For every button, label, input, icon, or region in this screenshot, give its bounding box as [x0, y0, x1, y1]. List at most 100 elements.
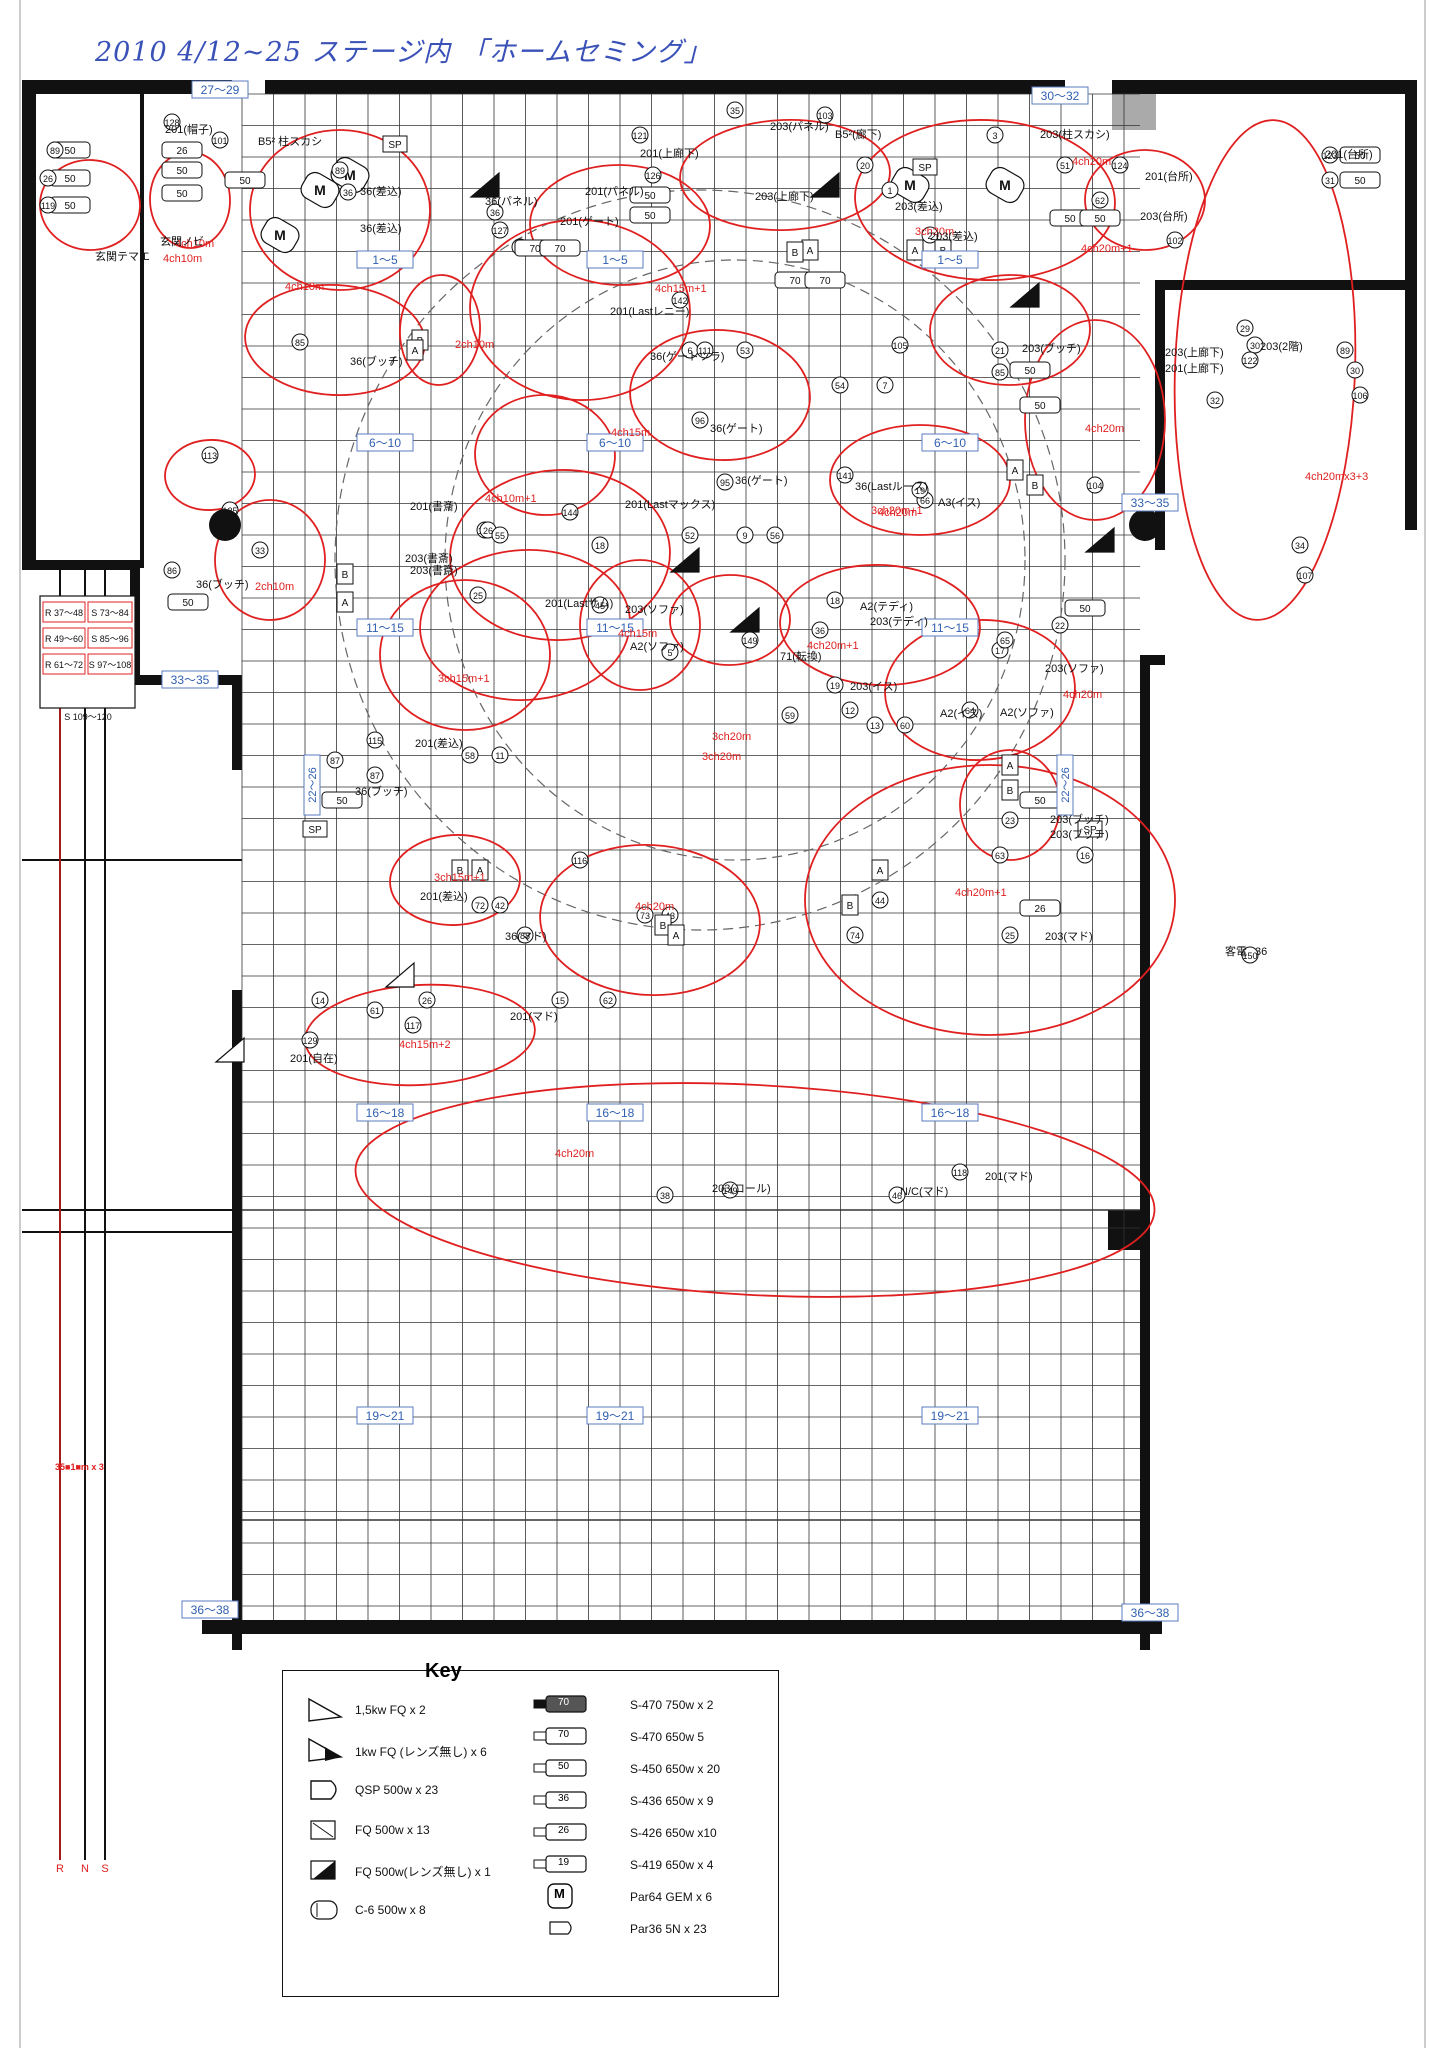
circled-number [1091, 191, 1109, 209]
lamp-icon [1019, 899, 1061, 917]
circled-number [656, 1186, 674, 1204]
scene-box [1121, 1603, 1179, 1622]
circled-number [251, 541, 269, 559]
scene-box [586, 618, 644, 637]
circled-number [991, 341, 1009, 359]
fixture-label: 203(2階) [1260, 339, 1303, 353]
scene-box-label: 22〜26 [1060, 767, 1072, 802]
circled-number-text: 45 [595, 601, 605, 611]
patch-cell [87, 653, 133, 675]
channel-note: 3ch20m [915, 226, 954, 238]
circled-number-text: 117 [406, 1021, 420, 1031]
fixture-label: B5² 柱スカシ [258, 134, 322, 148]
circled-number-text: 26 [483, 526, 493, 536]
circled-number [1076, 846, 1094, 864]
scene-box-label: 33〜35 [171, 673, 210, 687]
key-label: QSP 500w x 23 [355, 1783, 439, 1797]
scene-box [1056, 754, 1074, 816]
par64-letter: M [274, 227, 286, 243]
circled-number-text: 118 [953, 1168, 967, 1178]
fixture-label: 201(パネル) [585, 185, 644, 198]
circled-number [491, 526, 509, 544]
black-fixture-dot [209, 509, 241, 541]
lamp-tag: 70 [554, 244, 566, 255]
red-loop [929, 274, 1091, 386]
channel-note: 4ch20m [635, 901, 674, 913]
circled-number-text: 61 [370, 1006, 380, 1016]
circled-number [1111, 156, 1129, 174]
circled-number [951, 1163, 969, 1181]
fixture-label: 203(書斎) [410, 563, 458, 577]
lamp-icon [629, 206, 671, 224]
red-loop [474, 394, 616, 516]
lamp-tag: 50 [644, 211, 656, 222]
circled-number [921, 226, 939, 244]
patch-cell-text: R 49〜60 [45, 634, 83, 644]
circled-number [661, 643, 679, 661]
channel-note: 3ch20m+1 [871, 505, 923, 517]
letter-box [1026, 474, 1044, 496]
patch-cell-text: S 97〜108 [89, 660, 132, 670]
lamp-tag: 50 [1079, 604, 1091, 615]
scene-box-label: 1〜5 [937, 253, 963, 267]
circled-number-text: 2 [927, 231, 932, 241]
fresnel-icon [1084, 526, 1115, 553]
circled-number-text: 3 [992, 131, 997, 141]
letter-box-text: B [1007, 786, 1014, 797]
circled-number-text: 88 [520, 931, 530, 941]
circled-number [736, 341, 754, 359]
scene-box-label: 33〜35 [1131, 496, 1170, 510]
red-loop [399, 274, 481, 386]
circled-number [366, 731, 384, 749]
fresnel-icon [669, 546, 700, 573]
lamp-tag: 70 [529, 244, 541, 255]
red-loop [214, 499, 326, 621]
circled-number-text: 35 [730, 106, 740, 116]
fixture-label: 201(上廊下) [640, 146, 699, 160]
fixture-label: 201(ゲート) [560, 215, 619, 228]
letter-box [336, 563, 354, 585]
circled-number [871, 891, 889, 909]
fixture-label: 36(ブッチ) [196, 577, 249, 591]
circled-number [469, 586, 487, 604]
fixture-label: 203(ソファ) [625, 604, 684, 616]
channel-note: 4ch10m [163, 253, 202, 265]
channel-note: 4ch20m [1063, 689, 1102, 701]
circled-number-text: 9 [742, 531, 747, 541]
s419-icon: 19 [530, 1850, 590, 1882]
fixture-label: 203(差込) [930, 229, 978, 243]
fresnel-icon [729, 606, 760, 633]
circled-number-text: 86 [167, 566, 177, 576]
lamp-tag: 50 [1034, 401, 1046, 412]
red-loop [389, 834, 521, 926]
fixture-label: 36(差込) [360, 184, 402, 198]
scene-box [586, 1103, 644, 1122]
lamp-icon [1079, 209, 1121, 227]
lamp-tag: 50 [1024, 366, 1036, 377]
red-loop [884, 619, 1076, 761]
speaker-label: SP [918, 163, 932, 174]
channel-note: 4ch10m+1 [485, 493, 537, 505]
fixture-label: 203(柱スカシ) [1040, 127, 1110, 141]
circled-number-text: 122 [1242, 356, 1257, 366]
scene-box [586, 433, 644, 452]
circled-number [741, 631, 759, 649]
channel-note: 4ch15m [611, 427, 650, 439]
circled-number-text: 29 [1240, 324, 1250, 334]
circled-number [591, 596, 609, 614]
par64-letter: M [344, 167, 356, 183]
fresnel-icon [1009, 281, 1040, 308]
circled-number-text: 126 [645, 171, 660, 181]
circled-number-text: 18 [595, 541, 605, 551]
circled-number [911, 481, 929, 499]
scene-box [921, 433, 979, 452]
circled-number-text: 34 [1295, 541, 1305, 551]
lamp-tag: 50 [64, 201, 76, 212]
circled-number-text: 102 [1167, 236, 1182, 246]
channel-note: 4ch10m [175, 238, 214, 250]
fixture-label: 201(上廊下) [1165, 361, 1224, 375]
speaker-label: SP [1083, 825, 1097, 836]
circled-number-text: 26 [43, 174, 53, 184]
channel-note: 3ch15m+1 [438, 673, 490, 685]
lamp-symbols: 5050508926119128265050265050MMMMM1018936… [39, 101, 1381, 1204]
